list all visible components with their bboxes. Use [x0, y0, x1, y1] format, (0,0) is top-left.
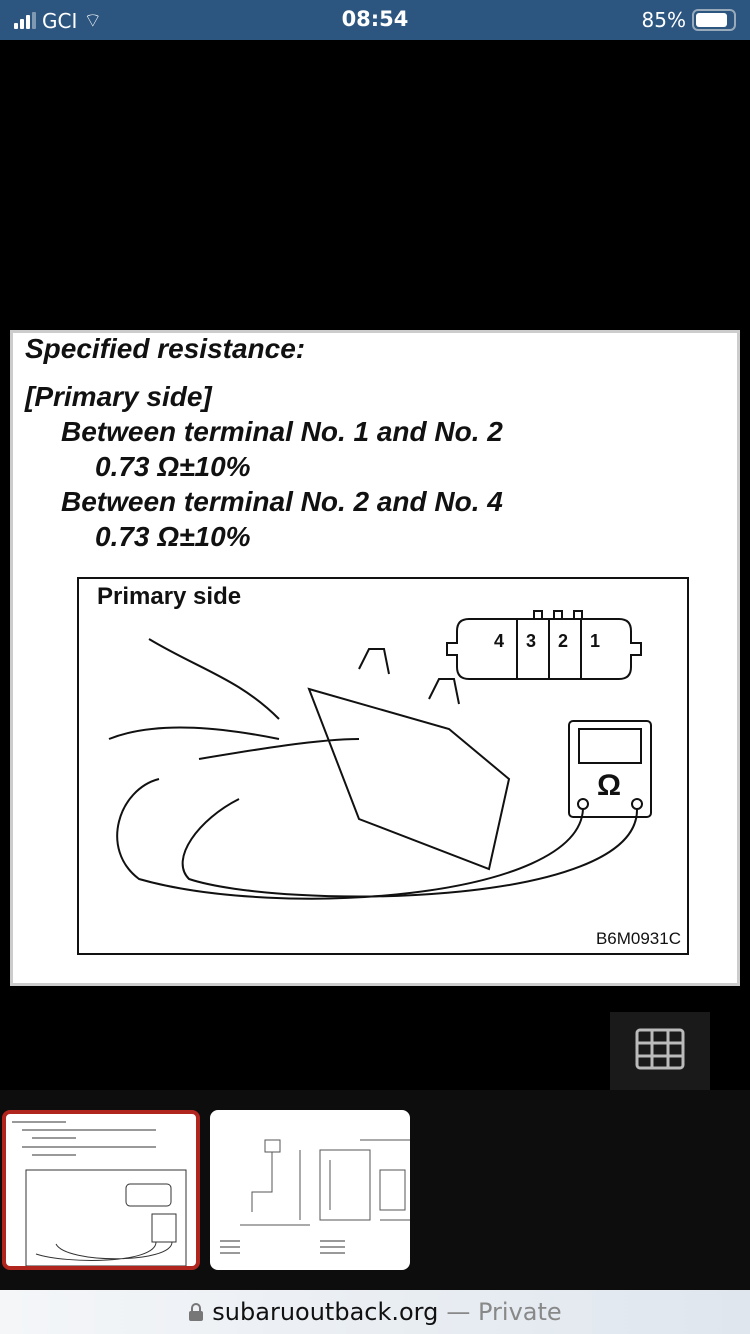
thumbnail-preview	[12, 1121, 187, 1266]
thumbnail-1[interactable]	[2, 1110, 200, 1270]
ignition-coil	[307, 687, 511, 871]
private-label: — Private	[446, 1298, 562, 1326]
grid-icon	[635, 1028, 685, 1070]
battery-icon	[692, 9, 736, 31]
signal-icon	[14, 11, 36, 29]
thumbnail-2[interactable]	[210, 1110, 410, 1270]
figure-code: B6M0931C	[595, 929, 681, 948]
illustration	[108, 610, 652, 900]
heading: Specified resistance:	[25, 333, 306, 364]
spec-line: Between terminal No. 2 and No. 4	[61, 486, 503, 517]
figure: Primary side 4 3 2 1 Ω B6M0931C	[77, 577, 689, 955]
spec-value: 0.73 Ω±10%	[95, 451, 251, 482]
terminal-3: 3	[526, 631, 537, 651]
wifi-icon: ⌔	[83, 8, 103, 32]
ohmmeter	[568, 720, 652, 818]
wiring-diagram-preview	[220, 1139, 410, 1254]
thumbnail-tray	[0, 1090, 750, 1290]
battery-percent: 85%	[641, 8, 686, 32]
status-bar: GCI⌔ 08:54 85%	[0, 0, 750, 40]
terminal-1: 1	[590, 631, 601, 651]
spec-line: Between terminal No. 1 and No. 2	[61, 416, 503, 447]
terminal-4: 4	[494, 631, 505, 651]
connector-outline	[446, 618, 642, 680]
section-title: [Primary side]	[25, 381, 212, 412]
carrier: GCI	[42, 8, 78, 33]
lock-icon	[189, 1303, 204, 1321]
url-domain: subaruoutback.org	[212, 1298, 439, 1326]
spec-value: 0.73 Ω±10%	[95, 521, 251, 552]
terminal-2: 2	[558, 631, 569, 651]
grid-view-button[interactable]	[610, 1012, 710, 1090]
ohm-symbol: Ω	[597, 769, 622, 802]
address-bar[interactable]: subaruoutback.org — Private	[0, 1290, 750, 1334]
manual-image[interactable]: Specified resistance: [Primary side] Bet…	[10, 330, 740, 986]
figure-title: Primary side	[97, 583, 242, 610]
clock: 08:54	[341, 7, 409, 31]
